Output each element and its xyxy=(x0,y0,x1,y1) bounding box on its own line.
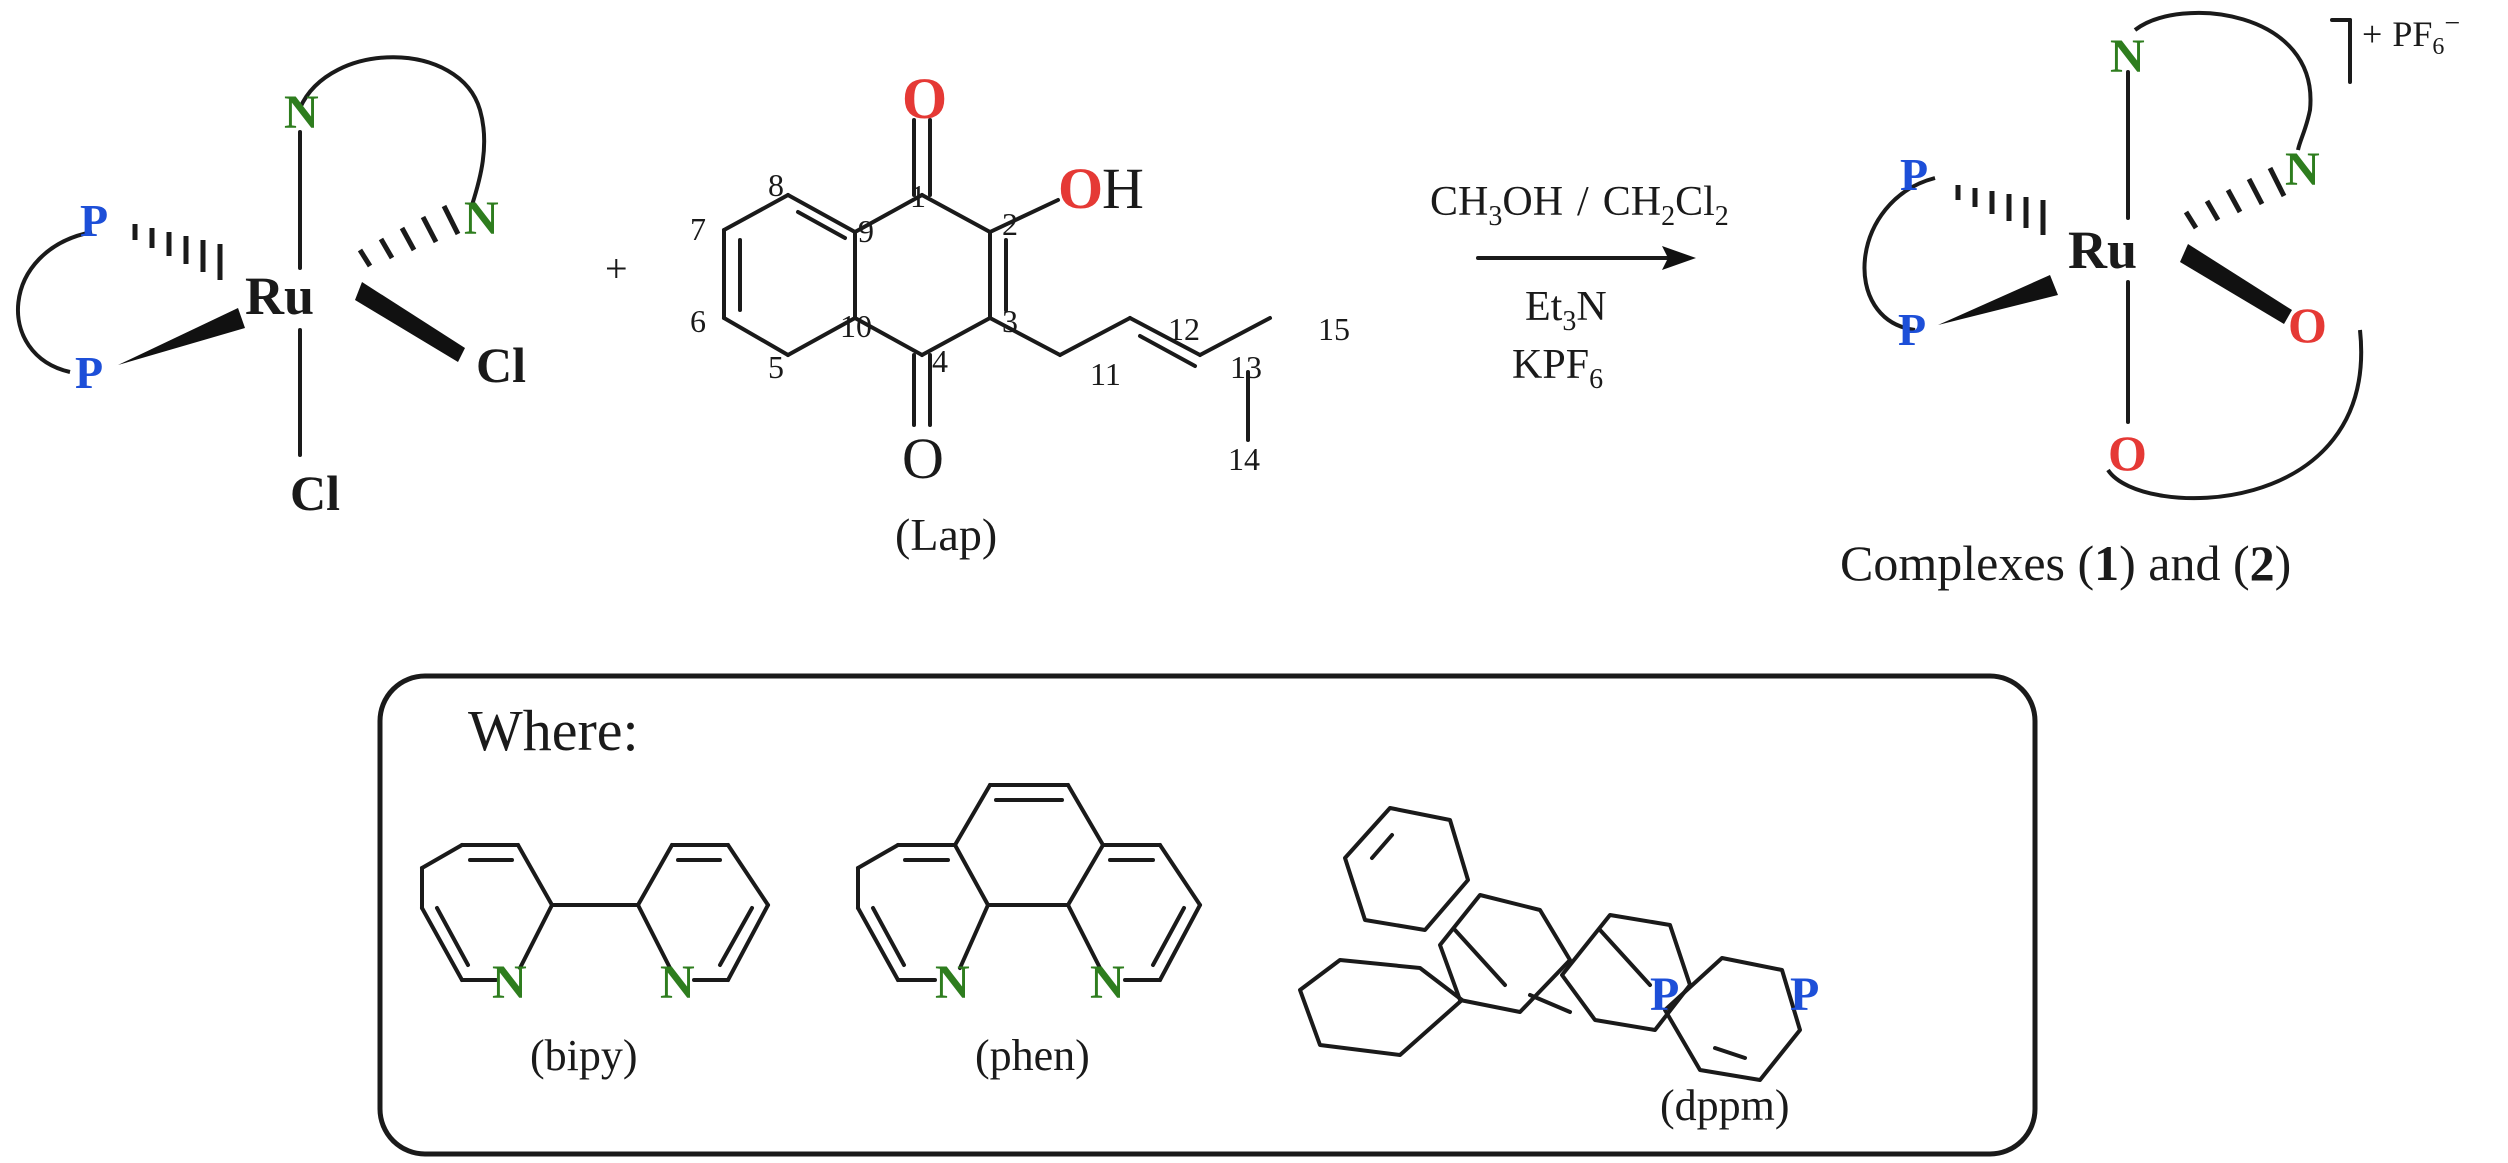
ruthenium-atom: Ru xyxy=(245,266,314,326)
product-complex: N N P P Ru O O +PF6− Complexes (1) and (… xyxy=(1840,8,2460,591)
carbon-number: 5 xyxy=(768,349,784,385)
phosphorus-atom: P xyxy=(1900,149,1928,200)
carbon-number: 2 xyxy=(1002,206,1018,242)
carbon-number: 1 xyxy=(910,178,926,214)
lapachol-structure: O O O H 1 2 3 4 5 6 7 8 9 10 11 12 13 14… xyxy=(690,66,1350,560)
lapachol-label: (Lap) xyxy=(895,509,997,560)
oxygen-atom: O xyxy=(902,66,947,131)
carbon-number: 10 xyxy=(840,308,872,344)
reaction-arrow-head xyxy=(1662,246,1696,270)
base-text: Et3N xyxy=(1525,284,1607,337)
legend-title: Where: xyxy=(468,698,639,763)
nitrogen-atom: N xyxy=(935,956,970,1009)
bipy-label: (bipy) xyxy=(530,1031,638,1080)
carbon-number: 15 xyxy=(1318,311,1350,347)
oxygen-atom: O xyxy=(2108,425,2147,481)
product-caption: Complexes (1) and (2) xyxy=(1840,535,2291,591)
salt-text: KPF6 xyxy=(1512,342,1603,395)
carbon-number: 8 xyxy=(768,167,784,203)
dppm-label: (dppm) xyxy=(1660,1081,1790,1130)
ruthenium-atom: Ru xyxy=(2068,220,2137,280)
plus-sign: + xyxy=(605,246,628,291)
hydroxyl-hydrogen: H xyxy=(1102,156,1144,221)
hydroxyl-oxygen: O xyxy=(1058,156,1103,221)
phosphorus-atom: P xyxy=(1650,968,1679,1021)
nitrogen-atom: N xyxy=(1090,956,1125,1009)
phosphorus-atom: P xyxy=(80,195,108,246)
carbon-number: 11 xyxy=(1090,356,1121,392)
carbon-number: 7 xyxy=(690,211,706,247)
oxygen-atom: O xyxy=(902,426,944,491)
solvent-text: CH3OH/CH2Cl2 xyxy=(1430,179,1729,232)
carbon-number: 14 xyxy=(1228,441,1260,477)
carbon-number: 6 xyxy=(690,303,706,339)
nitrogen-atom: N xyxy=(2285,143,2320,196)
phosphorus-atom: P xyxy=(1790,968,1819,1021)
nitrogen-atom: N xyxy=(492,956,527,1009)
chlorine-atom: Cl xyxy=(476,337,526,393)
charge-and-counterion: +PF6− xyxy=(2362,8,2460,60)
phosphorus-atom: P xyxy=(75,347,103,398)
phen-label: (phen) xyxy=(975,1031,1090,1080)
carbon-number: 9 xyxy=(858,213,874,249)
nitrogen-atom: N xyxy=(2110,30,2145,83)
bipy-structure: N N (bipy) xyxy=(420,843,770,1080)
phosphorus-atom: P xyxy=(1898,304,1926,355)
carbon-number: 3 xyxy=(1002,303,1018,339)
nitrogen-atom: N xyxy=(464,192,499,245)
phen-structure: N N (phen) xyxy=(856,783,1202,1080)
chlorine-atom: Cl xyxy=(290,465,340,521)
nitrogen-atom: N xyxy=(660,956,695,1009)
nitrogen-atom: N xyxy=(284,86,319,139)
reaction-conditions: CH3OH/CH2Cl2 Et3N KPF6 xyxy=(1430,179,1729,395)
ligand-legend: Where: N N (bipy) xyxy=(377,673,2038,1157)
carbon-number: 12 xyxy=(1168,311,1200,347)
carbon-number: 4 xyxy=(932,343,948,379)
dppm-structure: P P (dppm) xyxy=(1298,806,1819,1130)
oxygen-atom: O xyxy=(2288,297,2327,353)
carbon-number: 13 xyxy=(1230,349,1262,385)
precursor-complex: N N P P Ru Cl Cl xyxy=(15,55,526,521)
